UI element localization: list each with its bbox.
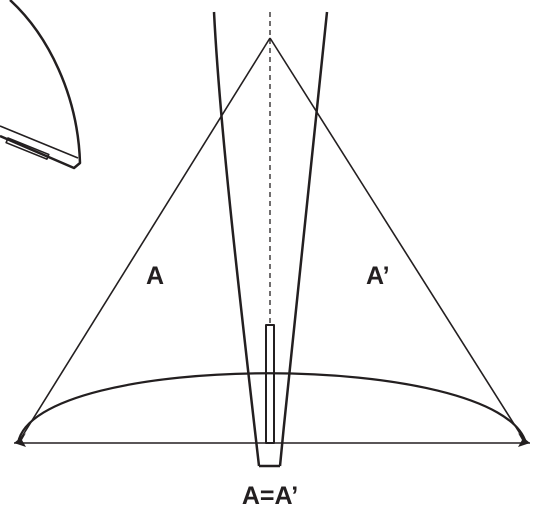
triangle xyxy=(14,37,530,444)
corner-arc-slot xyxy=(5,137,50,160)
needle-right-edge xyxy=(278,11,329,467)
swing-arc xyxy=(16,372,528,444)
corner-arc-inner-edge xyxy=(0,125,79,159)
needle-slot xyxy=(265,324,275,444)
needle-left-edge xyxy=(212,11,261,467)
corner-arc-tool xyxy=(0,0,82,170)
label-equality: A=A’ xyxy=(242,482,298,510)
label-a-prime: A’ xyxy=(366,262,390,290)
right-arrowhead xyxy=(518,433,530,447)
label-a: A xyxy=(146,262,164,290)
left-arrowhead xyxy=(14,433,26,447)
side-a-line xyxy=(17,37,271,444)
corner-arc-outline xyxy=(0,0,82,170)
needle xyxy=(212,11,329,468)
side-a-prime-line xyxy=(269,37,527,444)
